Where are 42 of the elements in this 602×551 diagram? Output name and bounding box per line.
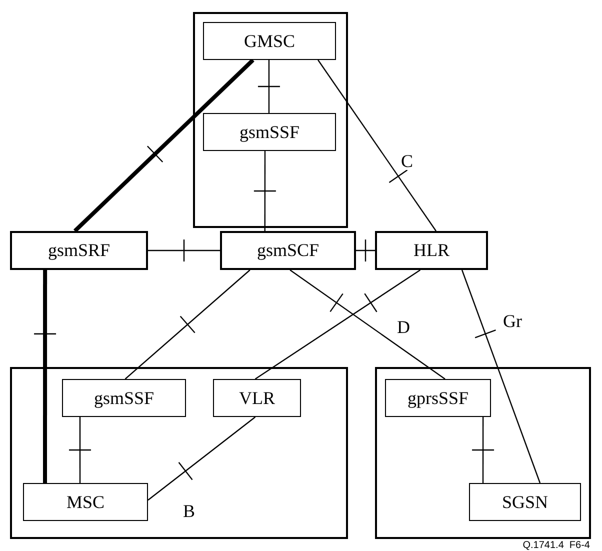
entity-box (385, 379, 491, 417)
connector-line (124, 270, 250, 380)
connector-line (318, 60, 437, 232)
entity-name: gsmSSF (94, 388, 154, 408)
connector-line (148, 250, 220, 252)
entity-name: VLR (239, 388, 275, 408)
entity-box (375, 231, 488, 270)
edge-label: C (400, 152, 414, 170)
group-frame (193, 12, 348, 228)
connector-line (79, 417, 81, 483)
edge-label: D (396, 318, 411, 336)
connector-line (148, 416, 256, 501)
connector-line (356, 250, 375, 252)
entity-box (203, 113, 336, 151)
entity-box (203, 22, 336, 60)
group-frame (375, 367, 591, 539)
entity-name: GMSC (244, 30, 296, 52)
entity-box (62, 379, 186, 417)
entity-name: gprsSSF (407, 388, 469, 408)
connector-line (290, 270, 446, 380)
connector-line (43, 270, 48, 483)
connector-line (254, 270, 421, 380)
connector-line (461, 270, 541, 484)
entity-box (220, 231, 356, 270)
connector-line (73, 58, 254, 232)
entity-box (469, 483, 581, 521)
edge-label: B (182, 502, 196, 520)
edge-label: Gr (502, 312, 523, 330)
figure-id: Q.1741.4 F6-4 (522, 540, 590, 551)
connector-line (482, 417, 484, 483)
group-frame (10, 367, 348, 539)
connector-line (268, 60, 270, 113)
entity-name: gsmSRF (48, 240, 110, 261)
entity-name: SGSN (502, 492, 548, 512)
entity-box (23, 483, 148, 521)
connector-line (264, 151, 266, 231)
entity-name: gsmSCF (256, 240, 320, 261)
entity-box (10, 231, 148, 270)
entity-box (213, 379, 301, 417)
entity-name: HLR (414, 240, 450, 261)
entity-name: MSC (66, 492, 105, 512)
entity-name: gsmSSF (239, 122, 300, 142)
